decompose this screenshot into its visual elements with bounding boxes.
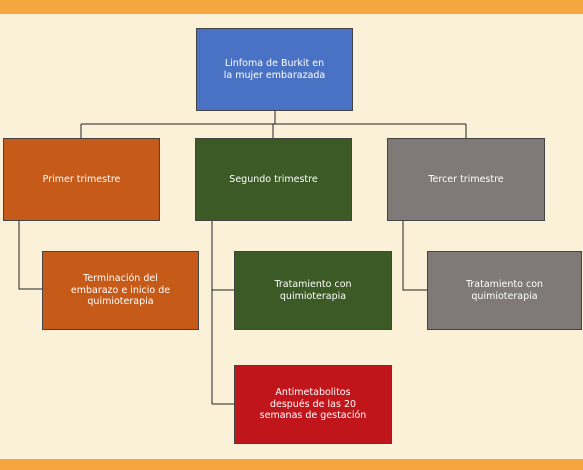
first-treatment-connector [18, 221, 42, 290]
second-chemotherapy-node: Tratamiento con quimioterapia [234, 251, 392, 330]
root-node-label: Linfoma de Burkit en la mujer embarazada [223, 57, 326, 81]
bottom-accent-band [0, 459, 583, 470]
second-trimester-label: Segundo trimestre [229, 173, 318, 185]
top-accent-band [0, 0, 583, 14]
third-treatment-connector [402, 221, 427, 291]
antimetabolites-label: Antimetabolitos después de las 20 semana… [259, 386, 367, 422]
third-chemotherapy-label: Tratamiento con quimioterapia [465, 278, 544, 302]
third-trimester-node: Tercer trimestre [387, 138, 545, 221]
antimetabolites-node: Antimetabolitos después de las 20 semana… [234, 365, 392, 444]
pregnancy-termination-label: Terminación del embarazo e inicio de qui… [70, 272, 171, 308]
third-chemotherapy-node: Tratamiento con quimioterapia [427, 251, 582, 330]
first-trimester-label: Primer trimestre [42, 173, 121, 185]
first-trimester-node: Primer trimestre [3, 138, 160, 221]
second-trimester-node: Segundo trimestre [195, 138, 352, 221]
third-trimester-label: Tercer trimestre [428, 173, 504, 185]
pregnancy-termination-node: Terminación del embarazo e inicio de qui… [42, 251, 199, 330]
root-node-burkitt-lymphoma: Linfoma de Burkit en la mujer embarazada [196, 28, 353, 111]
second-chemotherapy-label: Tratamiento con quimioterapia [274, 278, 352, 302]
